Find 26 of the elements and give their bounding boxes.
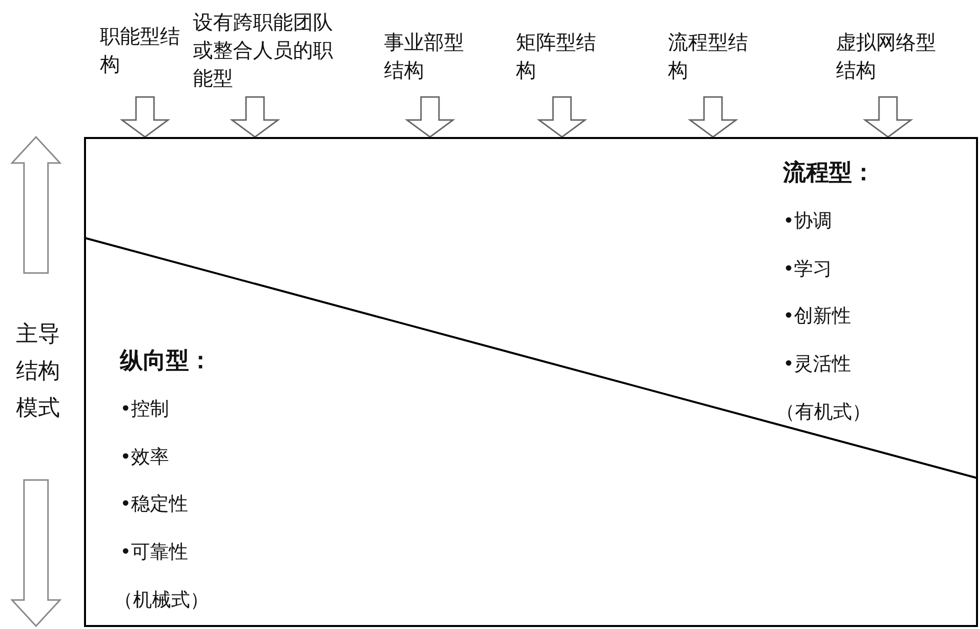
structure-label: 设有跨职能团队或整合人员的职能型	[193, 8, 348, 100]
structure-label: 职能型结构	[100, 22, 180, 84]
panel-text: •稳定性	[120, 492, 188, 517]
panel-text: （机械式）	[114, 588, 209, 613]
panel-text: （有机式）	[776, 400, 871, 425]
panel-text: •控制	[120, 397, 170, 422]
structure-label: 流程型结构	[668, 28, 748, 90]
panel-text: •协调	[783, 209, 832, 234]
block-arrow	[536, 96, 588, 138]
structure-label: 事业部型结构	[384, 28, 464, 90]
panel-heading: 流程型：	[783, 159, 875, 187]
block-arrow	[230, 96, 280, 138]
panel-heading: 纵向型：	[120, 347, 212, 375]
panel-text: •灵活性	[783, 352, 852, 377]
block-arrow	[862, 96, 914, 138]
block-arrow	[120, 96, 170, 138]
panel-text: •可靠性	[120, 540, 188, 565]
panel-text: •学习	[783, 257, 832, 282]
panel-text: •效率	[120, 445, 170, 470]
axis-label: 主导结构模式	[16, 321, 61, 423]
structure-label: 虚拟网络型结构	[836, 28, 940, 90]
block-arrow	[404, 96, 456, 138]
diagram-panel	[84, 137, 978, 627]
block-arrow	[688, 96, 738, 138]
structure-label: 矩阵型结构	[516, 28, 596, 90]
panel-text: •创新性	[783, 304, 852, 329]
